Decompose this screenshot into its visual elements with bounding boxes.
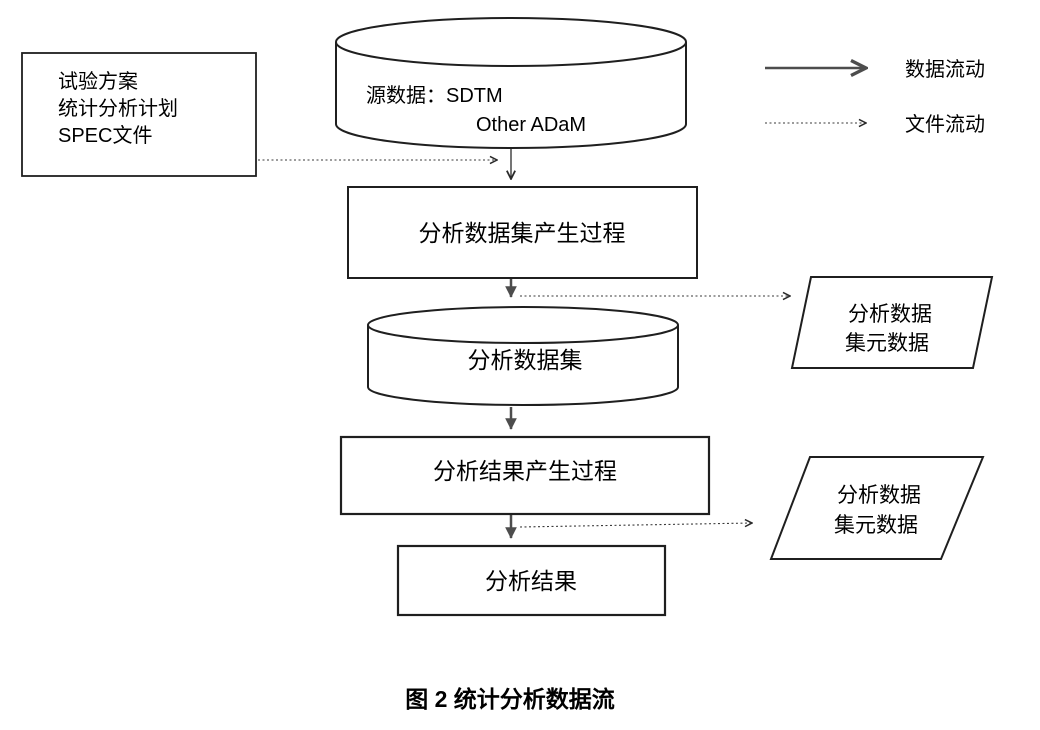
result-label: 分析结果: [485, 568, 577, 594]
result-process-label: 分析结果产生过程: [433, 458, 617, 484]
node-inputs-box: 试验方案 统计分析计划 SPEC文件: [21, 52, 257, 177]
metadata-lower-shape: [769, 456, 985, 560]
result-box-shape: [396, 544, 667, 617]
inputs-box-shape: [21, 52, 257, 177]
metadata-lower-line-2: 集元数据: [834, 514, 918, 537]
result-process-shape: [339, 435, 711, 516]
node-analysis-dataset-database: 分析数据集: [367, 306, 679, 406]
metadata-upper-line-2: 集元数据: [845, 332, 929, 355]
adam-process-shape: [347, 186, 698, 279]
source-db-body: [335, 42, 687, 149]
source-db-top: [335, 17, 687, 67]
metadata-upper-shape: [790, 276, 994, 369]
metadata-lower-line-1: 分析数据: [837, 484, 921, 507]
adam-process-label: 分析数据集产生过程: [419, 220, 626, 246]
legend-data-flow-label: 数据流动: [905, 58, 985, 81]
analysis-dataset-body: [367, 325, 679, 406]
node-metadata-lower: 分析数据 集元数据: [769, 456, 985, 560]
node-source-database: 源数据：SDTM Other ADaM: [335, 17, 687, 149]
inputs-line-2: 统计分析计划: [58, 97, 178, 120]
inputs-line-3: SPEC文件: [58, 124, 152, 147]
source-db-line-1: 源数据：SDTM: [366, 84, 503, 107]
inputs-line-1: 试验方案: [58, 70, 138, 93]
figure-caption: 图 2 统计分析数据流: [405, 686, 615, 712]
node-result-process: 分析结果产生过程: [339, 435, 711, 516]
analysis-dataset-top: [367, 306, 679, 344]
metadata-upper-line-1: 分析数据: [848, 303, 932, 326]
source-db-line-2: Other ADaM: [476, 114, 586, 136]
node-adam-process: 分析数据集产生过程: [347, 186, 698, 279]
legend-file-flow-label: 文件流动: [905, 113, 985, 136]
analysis-dataset-label: 分析数据集: [468, 347, 583, 373]
dotted-connector-to-lower-metadata: [519, 523, 752, 528]
node-result-box: 分析结果: [396, 544, 667, 617]
legend: 数据流动 文件流动: [765, 58, 985, 136]
node-metadata-upper: 分析数据 集元数据: [790, 276, 994, 369]
